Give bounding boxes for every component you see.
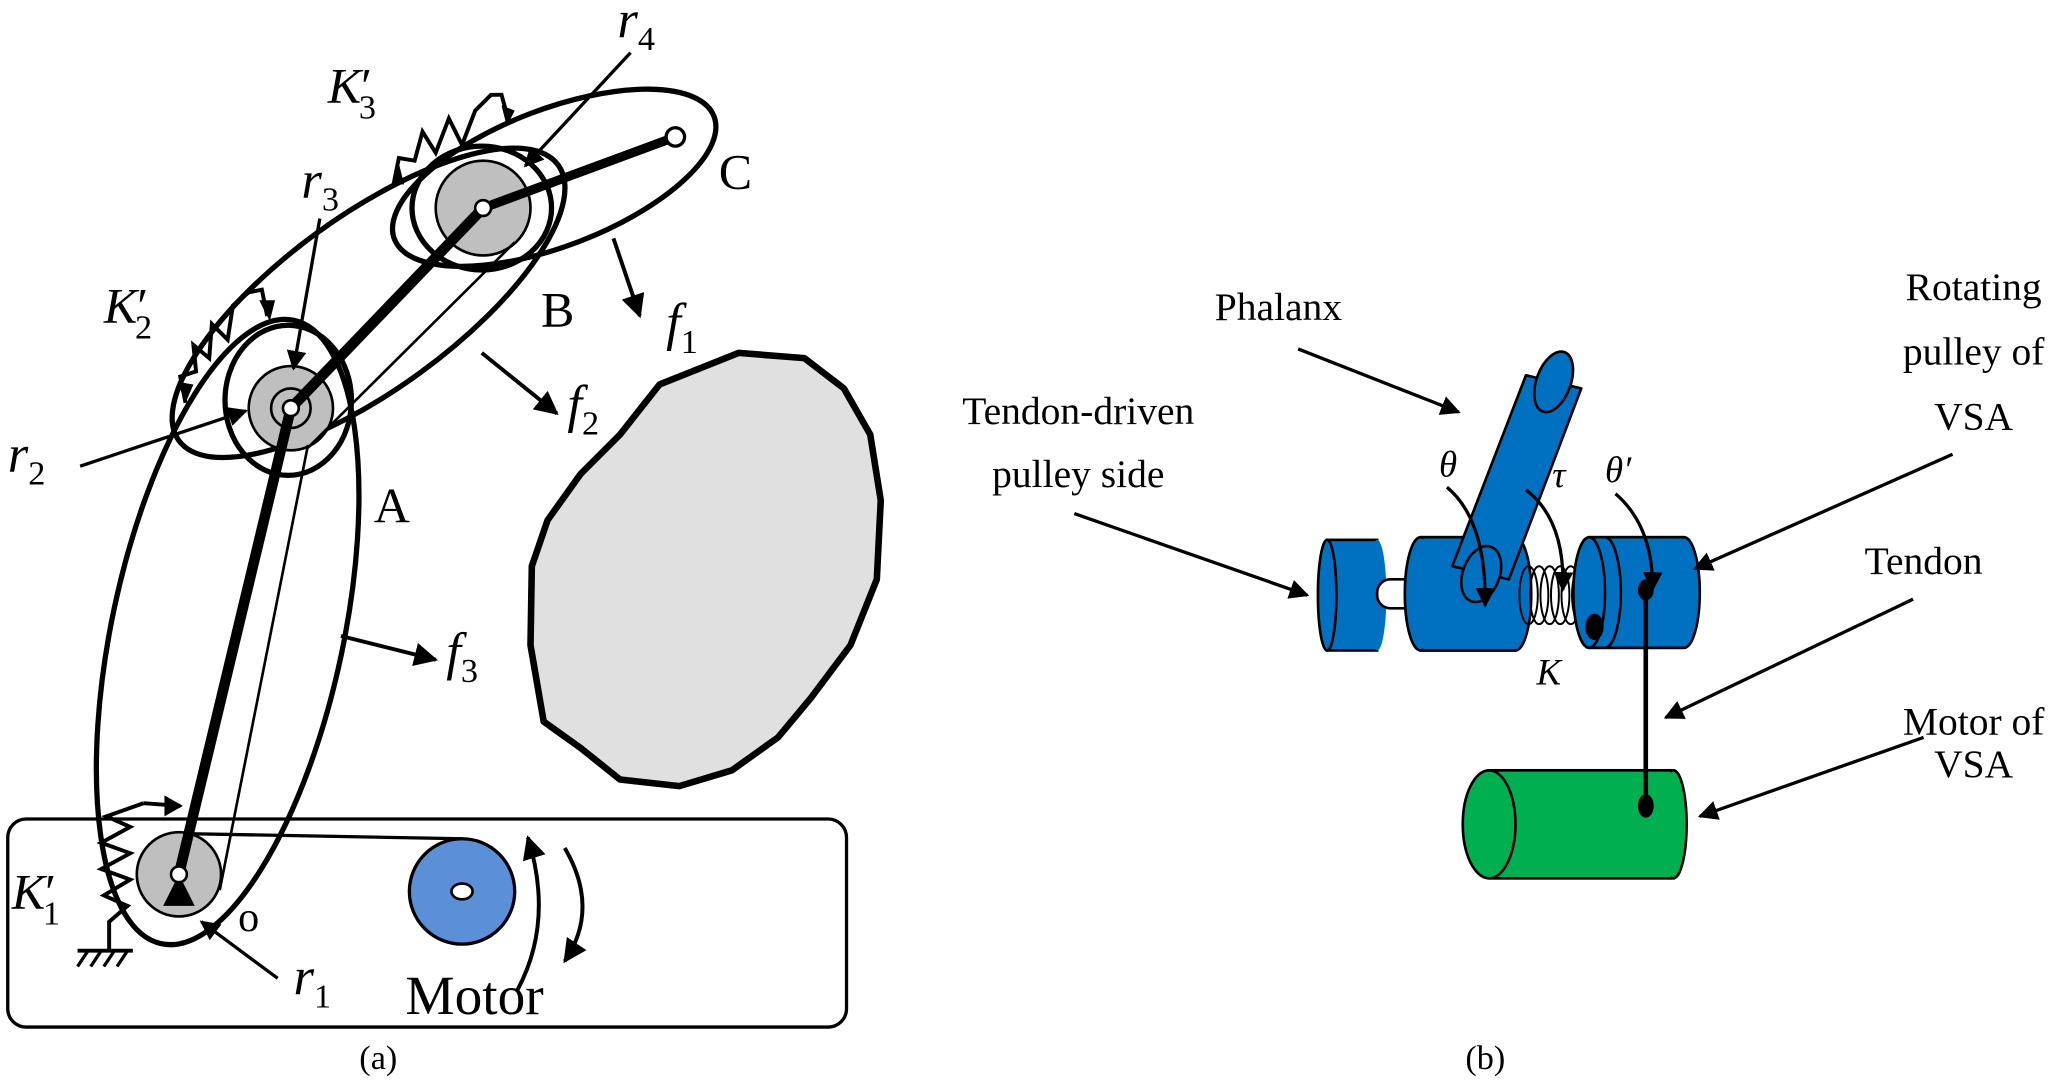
rotation-arrow-cw-icon [563,846,587,964]
theta-arrow [1445,485,1496,608]
vsa-motor [1461,768,1688,880]
tendon-driven-leader [1073,511,1310,599]
tendon-driven-label-1: Tendon-driven [962,389,1194,433]
joint-o-hole [169,865,189,884]
caption-b: (b) [1465,1039,1505,1077]
label-o: o [238,894,259,941]
theta-prime-arrow [1614,492,1663,592]
rotation-arrow-ccw-icon [515,835,546,992]
link1 [173,406,296,876]
spring-k3 [391,92,512,185]
link2-thin [307,241,516,449]
link3 [481,132,677,213]
tau-label: τ [1552,454,1567,495]
spring-k2 [177,287,270,404]
motor-vsa-leader [1697,735,1925,820]
f3-arrow [340,634,438,667]
motor-vsa-label-2: VSA [1934,742,2013,786]
belt [178,831,463,841]
panel-a: C B A o Motor r1 r2 r3 r4 K′1 K′2 K′3 f1… [6,0,885,1077]
motor-hole [450,882,474,901]
phalanx-leader [1297,347,1461,415]
link3-ellipse [389,86,719,269]
tendon-driven-pulley [1316,538,1387,652]
label-b: B [541,282,574,338]
label-k2: K′2 [103,278,152,347]
f2-arrow [480,351,559,415]
joint-b-hole [473,198,493,218]
label-r2: r2 [8,425,46,492]
r3-leader [286,218,322,371]
pivot-triangle [163,874,195,906]
r4-leader [523,51,632,168]
joint-b-ellipse [409,143,555,273]
tendon-label: Tendon [1865,539,1983,583]
theta-prime-label: θ′ [1605,449,1632,490]
panel-b: Phalanx Tendon-driven pulley side Rotati… [962,265,2045,1077]
link2 [287,204,487,412]
label-r3: r3 [301,152,339,219]
label-k3: K′3 [327,58,376,127]
stiffness-label: K [1535,652,1563,693]
spring-anchor [1585,613,1604,640]
spring-k1 [96,801,145,951]
link1-ellipse [93,316,362,948]
tendon-driven-label-2: pulley side [992,452,1164,496]
rotating-pulley-label-1: Rotating [1906,265,2042,309]
r1-leader [199,920,279,980]
vsa-rotating-pulley [1572,535,1702,650]
motor-label: Motor [405,965,543,1026]
label-a: A [374,478,410,534]
rotating-pulley-label-2: pulley of [1903,330,2045,374]
tip-c [664,126,687,148]
joint-a-hole [281,398,301,418]
phalanx-label: Phalanx [1215,285,1343,329]
label-k1: K′1 [11,864,60,933]
label-r1: r1 [293,948,331,1015]
joint-a-ellipse [222,322,355,478]
theta-label: θ [1439,444,1457,485]
link1-thin [218,444,310,891]
base-frame [6,817,849,1029]
label-c: C [719,143,752,199]
tendon-leader [1663,597,1914,720]
motor-vsa-label-1: Motor of [1903,700,2045,744]
obstacle [527,349,885,790]
ground-icon [76,948,133,968]
f1-arrow [611,237,645,319]
caption-a: (a) [359,1039,397,1077]
tau-arrow [1524,488,1574,592]
rotating-pulley-leader [1692,452,1954,571]
link2-ellipse [169,145,568,461]
label-f3: f3 [446,623,478,690]
tendon-bottom-anchor [1637,793,1654,818]
label-f2: f2 [567,375,599,442]
rotating-pulley-label-3: VSA [1934,394,2013,438]
label-f1: f1 [666,294,698,361]
r2-leader [79,407,248,468]
label-r4: r4 [617,0,655,58]
